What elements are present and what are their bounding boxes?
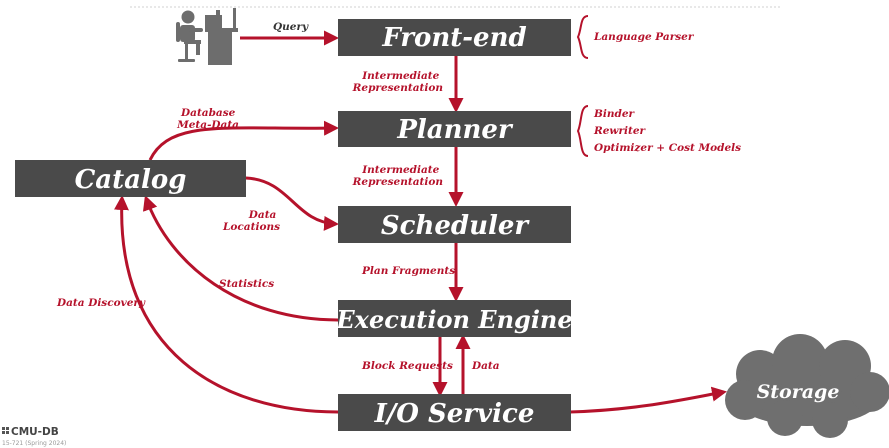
scheduler-box: Scheduler xyxy=(338,206,571,243)
statistics-label: Statistics xyxy=(219,278,274,290)
io-service-box: I/O Service xyxy=(338,394,571,431)
data-locations-label: Data Locations xyxy=(222,209,280,233)
svg-text:Scheduler: Scheduler xyxy=(381,211,531,241)
footer-logo: CMU-DB 15-721 (Spring 2024) xyxy=(2,426,66,447)
block-requests-label: Block Requests xyxy=(361,360,453,372)
frontend-annotation: Language Parser xyxy=(576,15,695,59)
vertical-edges xyxy=(432,56,471,397)
user-at-computer-icon xyxy=(176,8,238,65)
storage-cloud: Storage xyxy=(725,334,889,438)
data-discovery-edge xyxy=(113,195,339,414)
svg-text:15-721 (Spring 2024): 15-721 (Spring 2024) xyxy=(2,440,66,447)
storage-edge xyxy=(569,386,727,414)
annotation-list: Binder Rewriter Optimizer + Cost Models xyxy=(593,108,741,154)
intermediate-representation-label-2: Intermediate Representation xyxy=(352,164,443,188)
svg-text:Planner: Planner xyxy=(396,115,514,145)
data-locations-edge xyxy=(245,176,339,231)
catalog-database-metadata-edge xyxy=(148,120,339,161)
frontend-box: Front-end xyxy=(338,19,571,56)
planner-box: Planner xyxy=(338,111,571,147)
annotation-language-parser: Language Parser xyxy=(593,31,695,43)
data-discovery-label: Data Discovery xyxy=(56,297,146,309)
svg-text:Storage: Storage xyxy=(757,381,840,403)
svg-text:Execution Engine: Execution Engine xyxy=(335,305,572,334)
planner-annotation: Binder Rewriter Optimizer + Cost Models xyxy=(576,105,741,157)
intermediate-representation-label-1: Intermediate Representation xyxy=(352,70,443,94)
svg-text:CMU-DB: CMU-DB xyxy=(11,426,59,438)
svg-text:I/O Service: I/O Service xyxy=(374,399,535,429)
statistics-edge xyxy=(142,195,339,322)
execution-engine-box: Execution Engine xyxy=(335,300,573,337)
svg-text:Front-end: Front-end xyxy=(381,23,526,53)
svg-text:Catalog: Catalog xyxy=(75,165,187,195)
catalog-box: Catalog xyxy=(15,160,246,197)
database-metadata-label: Database Meta-Data xyxy=(176,107,239,131)
cmu-db-logo-icon xyxy=(2,427,9,434)
plan-fragments-label: Plan Fragments xyxy=(361,265,455,277)
query-label: Query xyxy=(273,21,309,33)
data-label: Data xyxy=(471,360,500,372)
